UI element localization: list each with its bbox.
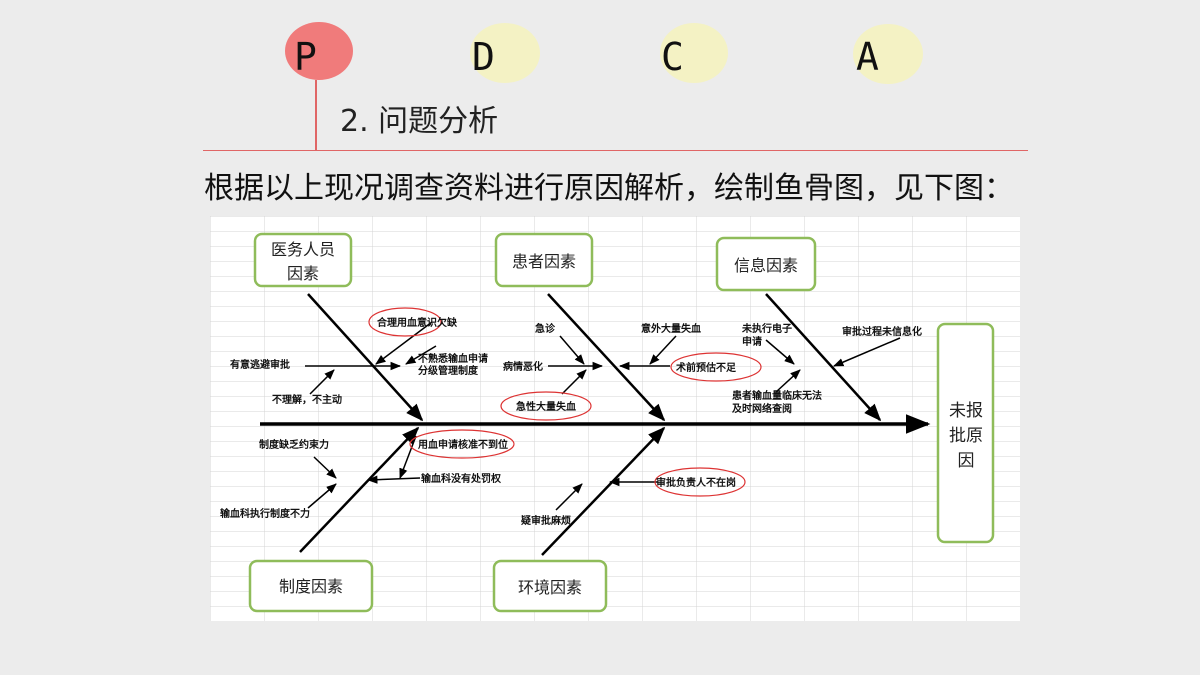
category-medical-staff-line1: 医务人员 <box>271 240 335 259</box>
cause-c14: 用血申请核准不到位 <box>417 438 508 451</box>
cause-c4: 不理解，不主动 <box>272 393 342 406</box>
pdca-letter-d: D <box>472 35 495 79</box>
cause-c1: 合理用血意识欠缺 <box>376 316 458 329</box>
section-title: 2. 问题分析 <box>340 104 499 139</box>
cause-c7: 急性大量失血 <box>516 400 576 413</box>
category-medical-staff-line2: 因素 <box>287 264 319 283</box>
highlight-ellipses <box>368 307 762 497</box>
cause-c5: 急诊 <box>535 322 556 335</box>
vertical-connector <box>315 80 317 151</box>
bone-system <box>299 426 420 553</box>
effect-line2: 批原 <box>949 426 983 446</box>
bone-patient <box>547 293 666 422</box>
effect-line1: 未报 <box>949 401 983 421</box>
bone-medical-staff <box>307 293 424 422</box>
pdca-circle-a <box>853 24 923 84</box>
sub-arrows <box>305 321 901 511</box>
bone-environment <box>541 426 666 556</box>
cause-c12-line2: 及时网络查阅 <box>732 402 792 415</box>
header-divider <box>203 150 1028 151</box>
cause-c6: 病情恶化 <box>503 360 543 373</box>
pdca-letter-c: C <box>661 35 684 79</box>
effect-line3: 因 <box>958 451 975 471</box>
cause-c3-line2: 分级管理制度 <box>418 364 479 377</box>
cause-c8: 意外大量失血 <box>641 322 701 335</box>
category-information: 信息因素 <box>734 256 798 275</box>
cause-c17: 审批负责人不在岗 <box>656 476 736 489</box>
cause-c10-line2: 申请 <box>742 335 762 348</box>
cause-c11: 审批过程未信息化 <box>842 325 922 338</box>
category-patient: 患者因素 <box>512 252 576 271</box>
cause-c15: 输血科没有处罚权 <box>421 472 502 485</box>
category-boxes <box>248 232 995 613</box>
cause-c16: 输血科执行制度不力 <box>220 507 310 520</box>
cause-c13: 制度缺乏约束力 <box>259 438 329 451</box>
cause-c18: 疑审批麻烦 <box>521 514 571 527</box>
cause-c10-line1: 未执行电子 <box>741 322 792 335</box>
pdca-letter-p: P <box>294 35 317 79</box>
category-system: 制度因素 <box>279 577 343 596</box>
main-bones <box>299 293 882 556</box>
fishbone-diagram: 医务人员 因素 患者因素 信息因素 制度因素 环境因素 未报 批原 因 合理用血… <box>210 216 1020 621</box>
cause-c12-line1: 患者输血量临床无法 <box>732 389 822 402</box>
pdca-circle-c <box>660 23 728 83</box>
category-environment: 环境因素 <box>518 578 582 597</box>
cause-c3-line1: 不熟悉输血申请 <box>418 352 488 365</box>
bone-information <box>765 293 882 422</box>
intro-text: 根据以上现况调查资料进行原因解析，绘制鱼骨图，见下图： <box>204 171 1014 206</box>
cause-c9: 术前预估不足 <box>675 361 737 374</box>
pdca-letter-a: A <box>856 35 879 79</box>
cause-c2: 有意逃避审批 <box>230 358 290 371</box>
pdca-circle-p <box>285 22 353 80</box>
pdca-circle-d <box>470 23 540 83</box>
fishbone-svg: 医务人员 因素 患者因素 信息因素 制度因素 环境因素 未报 批原 因 合理用血… <box>210 216 1020 621</box>
